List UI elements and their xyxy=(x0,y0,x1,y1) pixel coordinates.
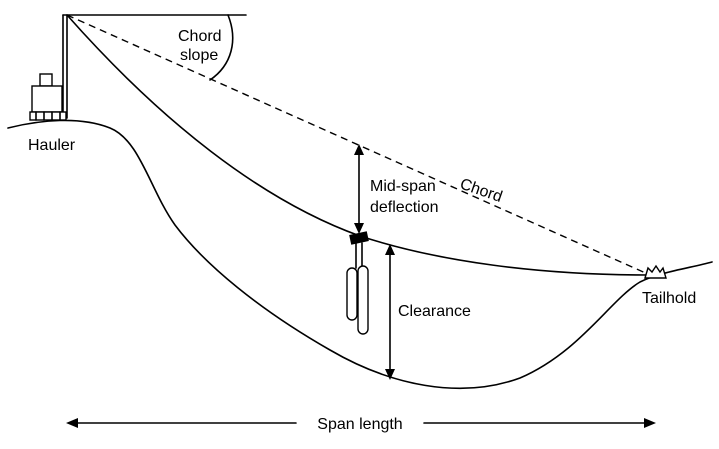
ground-profile xyxy=(7,119,713,390)
chord-label: Chord xyxy=(458,176,505,206)
mid-span-deflection-arrow xyxy=(354,144,364,234)
carriage-with-logs xyxy=(346,231,369,335)
chord-line xyxy=(66,14,651,276)
carriage xyxy=(349,231,369,245)
mid-span-label-line2: deflection xyxy=(370,199,439,216)
span-length-arrow xyxy=(66,418,656,428)
arrowhead-down xyxy=(385,369,395,380)
hauler-cab xyxy=(39,73,53,87)
span-length-label: Span length xyxy=(317,416,402,433)
hauler-machine xyxy=(29,73,67,121)
chord-slope-label-line1: Chord xyxy=(178,28,222,45)
mid-span-label-line1: Mid-span xyxy=(370,178,436,195)
log-left xyxy=(346,267,358,321)
tailhold-stump xyxy=(644,264,667,279)
hauler-track xyxy=(29,111,67,121)
tailhold-label: Tailhold xyxy=(642,290,696,307)
arrowhead-left xyxy=(66,418,78,428)
arrowhead-right xyxy=(644,418,656,428)
arrowhead-up xyxy=(354,144,364,155)
chord-slope-arc xyxy=(209,14,234,81)
chord-slope-label-line2: slope xyxy=(180,47,218,64)
arrowhead-down xyxy=(354,223,364,234)
log-right xyxy=(357,265,369,335)
hauler-body xyxy=(31,85,63,113)
clearance-label: Clearance xyxy=(398,303,471,320)
arrowhead-up xyxy=(385,244,395,255)
clearance-arrow xyxy=(385,244,395,380)
hauler-label: Hauler xyxy=(28,137,76,154)
